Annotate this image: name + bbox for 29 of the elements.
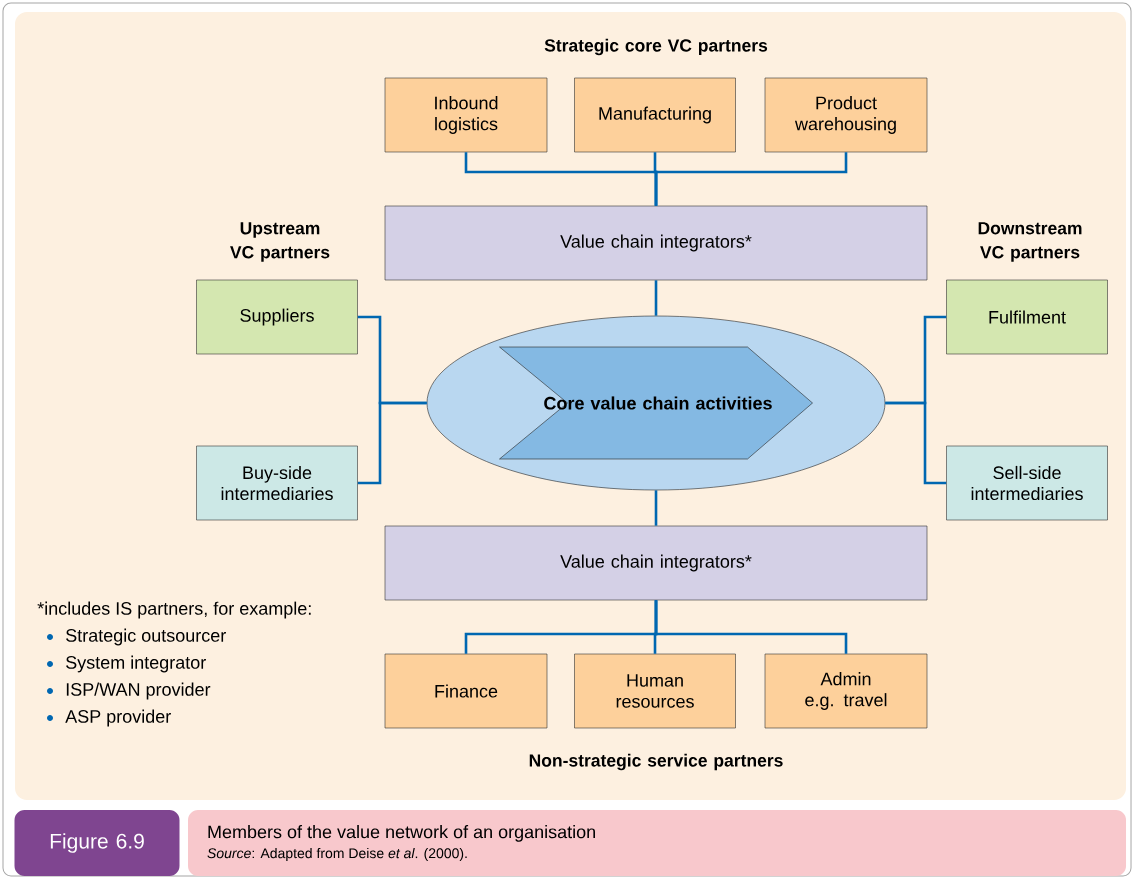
partner-box: Product warehousing xyxy=(764,77,928,153)
list-item: System integrator xyxy=(47,655,206,673)
caption-box: Members of the value network of an organisation Source: Adapted from Deise et al. (2000). xyxy=(188,810,1126,876)
connector-line xyxy=(885,401,947,485)
connector-line xyxy=(654,600,848,654)
list-item: ASP provider xyxy=(47,709,171,727)
partner-box: Fulfilment xyxy=(946,279,1108,355)
connector-line xyxy=(654,280,658,316)
partner-box: Suppliers xyxy=(196,279,358,355)
connector-line xyxy=(654,152,848,206)
partner-box: Admin e.g. travel xyxy=(764,653,928,729)
partner-box: Manufacturing xyxy=(574,77,736,153)
figure-number-box: Figure 6.9 xyxy=(14,810,180,876)
partner-box: Buy-side intermediaries xyxy=(196,445,358,521)
partner-box: Value chain integrators* xyxy=(384,205,928,281)
partner-box: Sell-side intermediaries xyxy=(946,445,1108,521)
group-heading: Downstream VC partners xyxy=(978,222,1082,262)
list-item: Strategic outsourcer xyxy=(47,628,226,646)
connector-line xyxy=(654,490,658,526)
list-item: ISP/WAN provider xyxy=(47,682,211,700)
group-heading: Strategic core VC partners xyxy=(544,38,768,56)
partner-box: Value chain integrators* xyxy=(384,525,928,601)
group-heading: Non-strategic service partners xyxy=(529,753,783,771)
partner-box: Finance xyxy=(384,653,548,729)
connector-line xyxy=(357,401,427,485)
partner-box: Inbound logistics xyxy=(384,77,548,153)
group-heading: Upstream VC partners xyxy=(230,222,330,262)
footnote-text: *includes IS partners, for example: xyxy=(37,601,311,619)
partner-box: Human resources xyxy=(574,653,736,729)
